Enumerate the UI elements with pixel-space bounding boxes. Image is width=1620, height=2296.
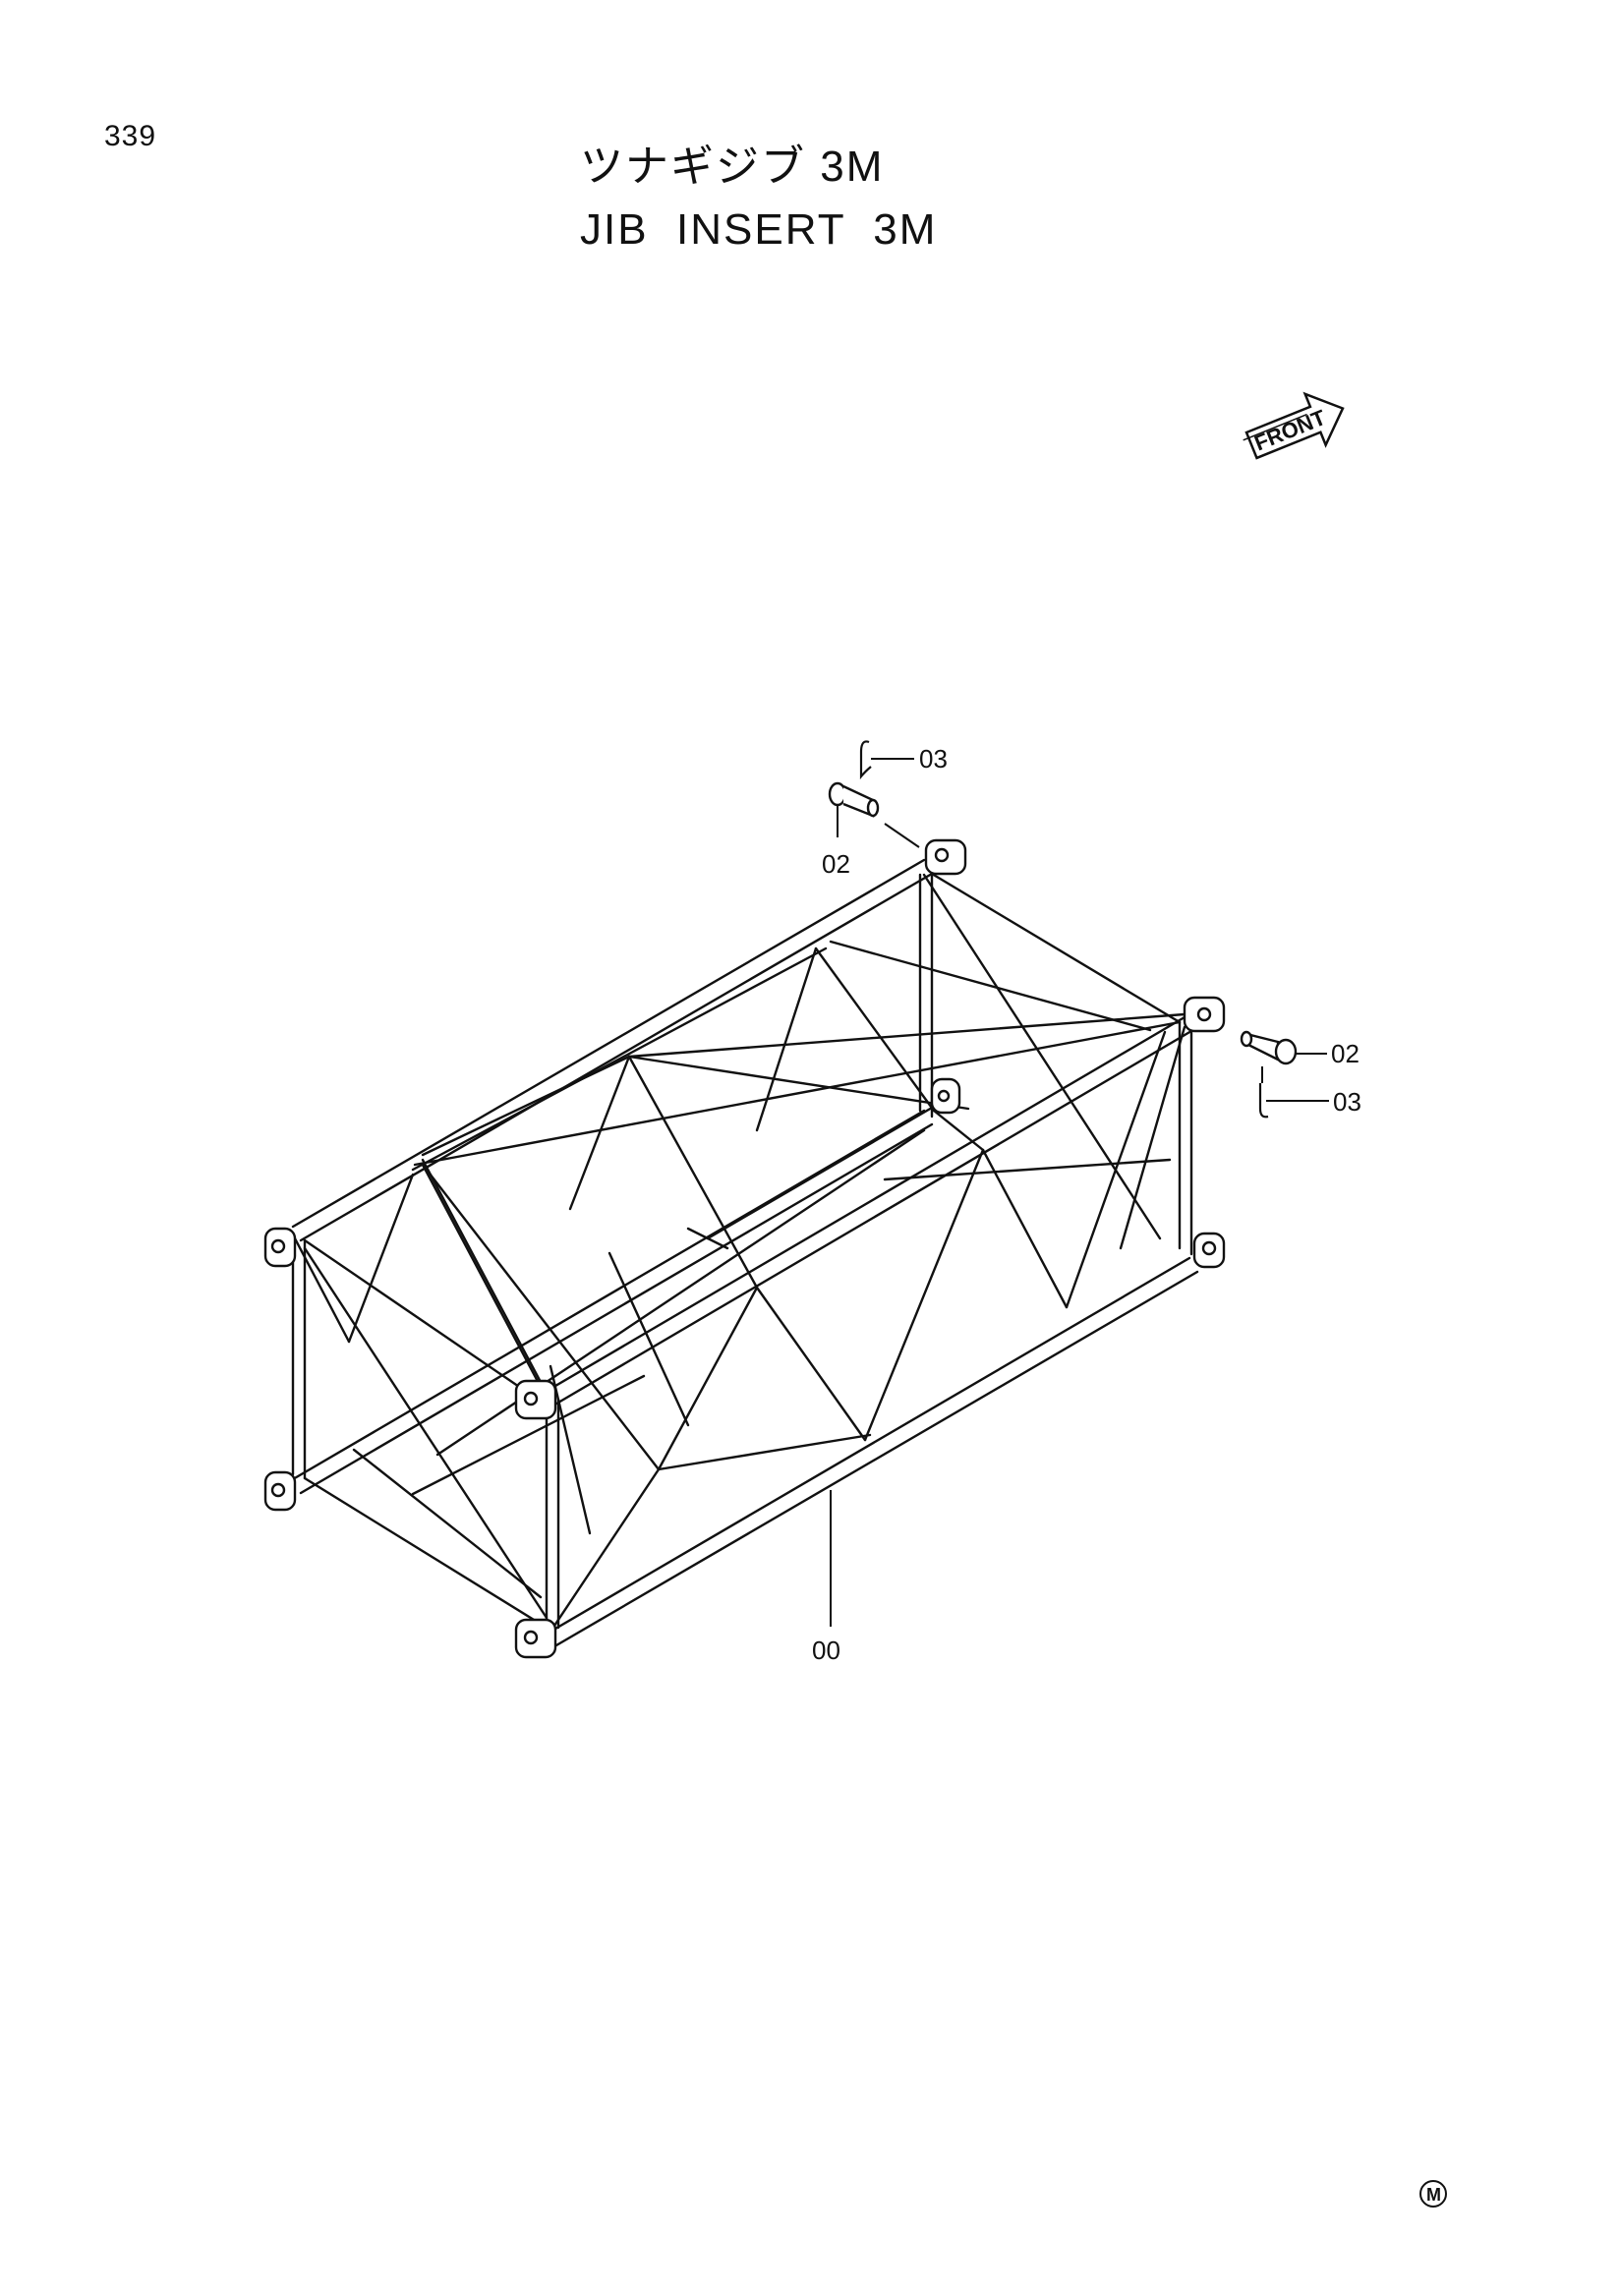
clip-rear-icon: [859, 740, 872, 780]
pin-front-icon: [1240, 1030, 1298, 1065]
page-title: ツナギジブ 3M JIB INSERT 3M: [580, 136, 937, 261]
manufacturer-mark-icon: M: [1419, 2180, 1447, 2208]
jib-insert-frame: [291, 858, 1199, 1647]
callout-clip-rear: 03: [919, 744, 948, 774]
page-number: 339: [104, 120, 157, 152]
frame-lugs: [263, 838, 1226, 1659]
callout-frame: 00: [812, 1636, 840, 1665]
front-label: FRONT: [1250, 405, 1329, 456]
front-arrow-icon: FRONT: [1243, 391, 1345, 460]
manufacturer-mark-label: M: [1426, 2185, 1441, 2205]
callout-clip-front: 03: [1333, 1087, 1361, 1117]
title-japanese: ツナギジブ 3M: [580, 143, 885, 191]
clip-front-icon: [1258, 1083, 1269, 1119]
callout-pin-rear: 02: [822, 849, 850, 879]
pin-rear-leader: [884, 823, 920, 848]
callout-pin-front: 02: [1331, 1039, 1360, 1068]
pin-rear-icon: [828, 781, 880, 818]
title-english: JIB INSERT 3M: [580, 205, 938, 254]
